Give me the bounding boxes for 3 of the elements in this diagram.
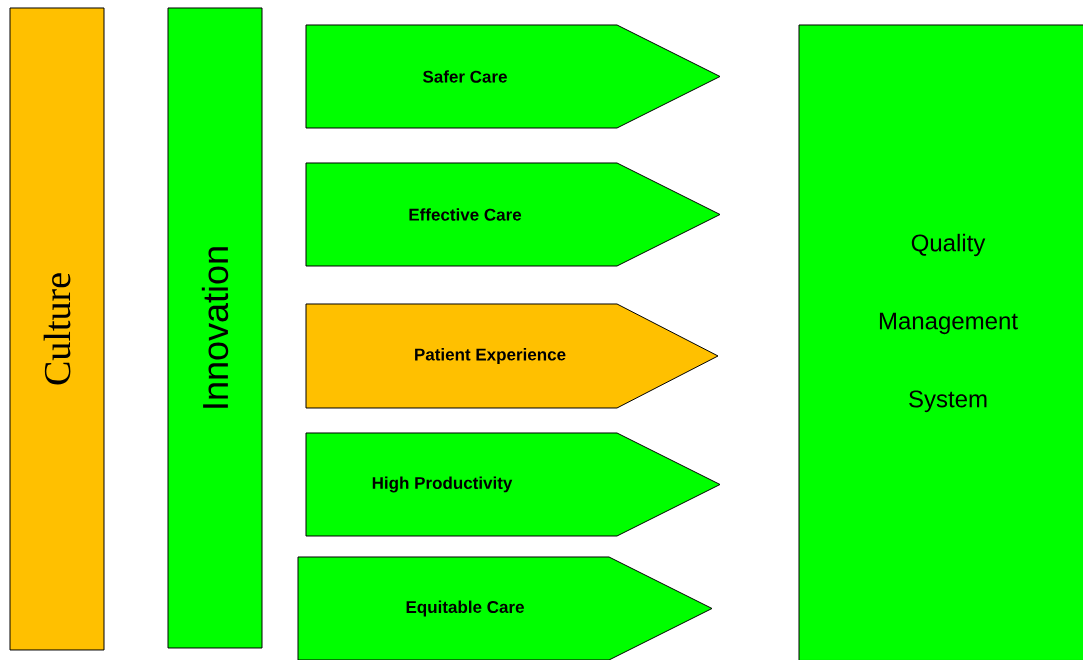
system-box: Quality Management System — [798, 24, 1083, 660]
vertical-bar: Innovation — [167, 7, 263, 649]
vertical-bar: Culture — [9, 7, 105, 651]
